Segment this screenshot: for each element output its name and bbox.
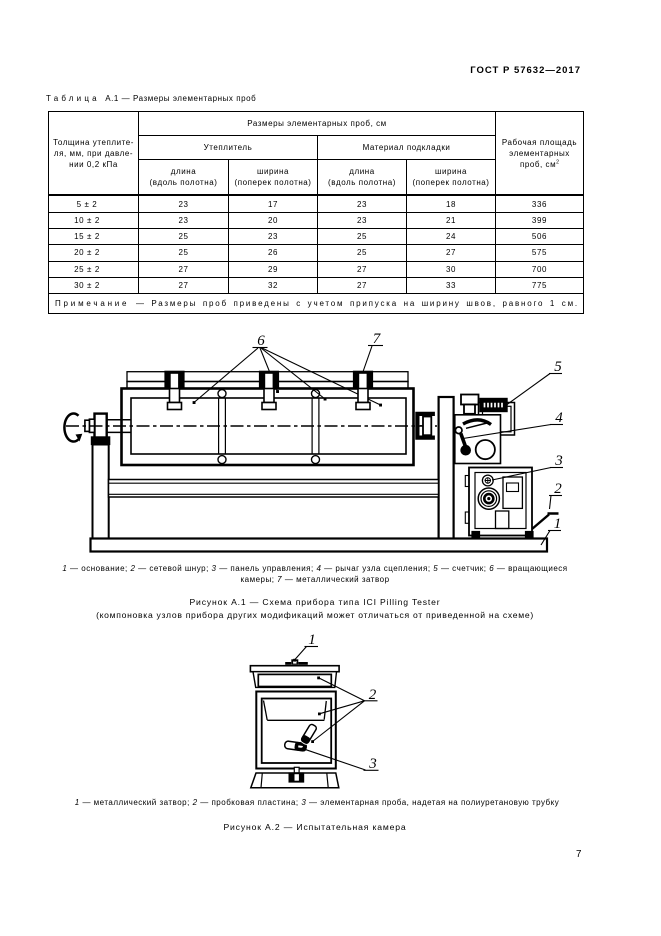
svg-text:7: 7 [373,331,382,347]
svg-text:1: 1 [554,516,562,532]
svg-text:2: 2 [369,687,377,703]
svg-text:2: 2 [554,481,562,497]
svg-text:6: 6 [257,333,265,349]
svg-text:5: 5 [554,359,562,375]
svg-text:3: 3 [368,756,377,772]
svg-text:3: 3 [554,453,563,469]
svg-text:1: 1 [308,632,316,648]
svg-text:4: 4 [555,410,563,426]
